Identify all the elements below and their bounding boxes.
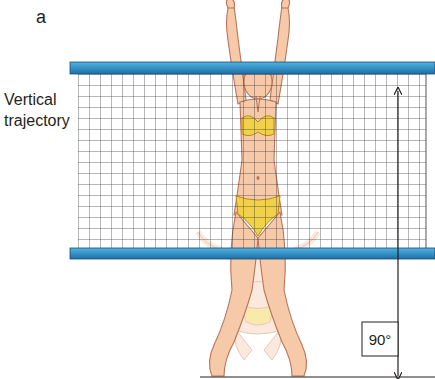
axis-label: Vertical trajectory xyxy=(4,90,74,132)
angle-label: 90° xyxy=(362,330,398,350)
panel-letter: a xyxy=(36,6,66,29)
